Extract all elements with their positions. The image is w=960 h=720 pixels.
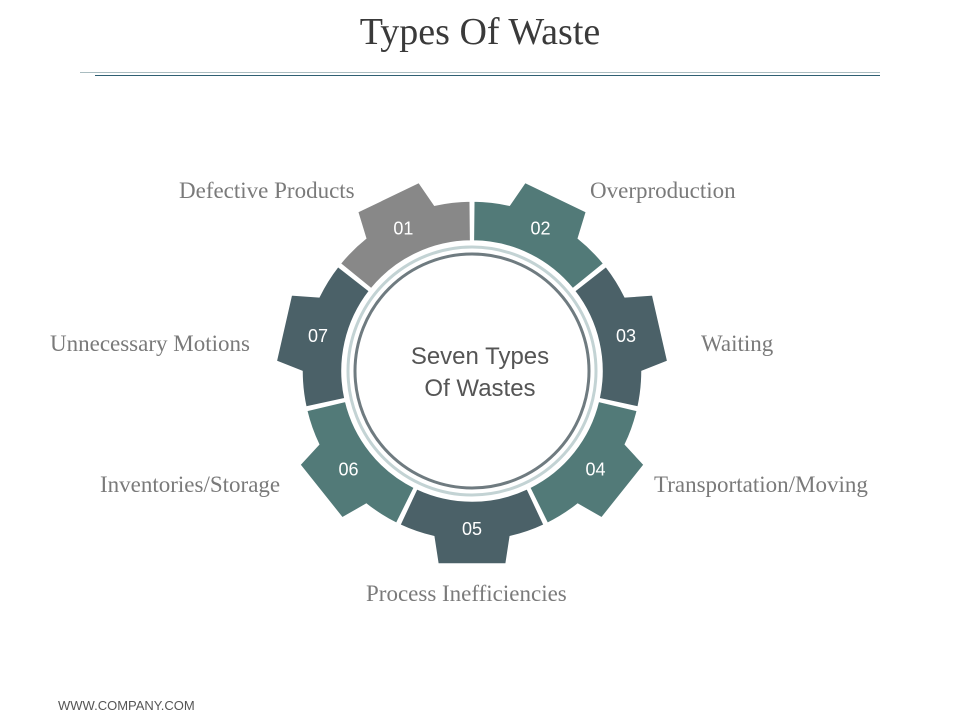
segment-number-01: 01	[393, 219, 413, 239]
center-title-line2: Of Wastes	[424, 375, 535, 402]
label-process-inefficiencies: Process Inefficiencies	[366, 581, 567, 606]
segment-number-05: 05	[462, 519, 482, 539]
label-inventories-storage: Inventories/Storage	[100, 472, 281, 497]
label-defective-products: Defective Products	[179, 178, 355, 203]
label-overproduction: Overproduction	[590, 178, 736, 203]
inner-ring-light	[346, 245, 598, 497]
gear-segment-02	[472, 181, 605, 290]
segment-number-07: 07	[308, 326, 328, 346]
footer-website: WWW.COMPANY.COM	[58, 698, 195, 713]
gear-segment-03	[573, 265, 669, 408]
gear-segment-07	[275, 265, 371, 408]
gear-segment-06	[298, 400, 416, 525]
label-transportation-moving: Transportation/Moving	[654, 472, 868, 497]
label-waiting: Waiting	[701, 331, 774, 356]
title-divider	[80, 72, 880, 73]
title-divider-accent	[95, 75, 880, 76]
segment-number-04: 04	[586, 460, 606, 480]
segment-number-02: 02	[531, 219, 551, 239]
gear-segment-01	[339, 181, 472, 290]
label-unnecessary-motions: Unnecessary Motions	[50, 331, 250, 356]
page-title: Types Of Waste	[359, 11, 601, 53]
segment-numbers: 01 02 03 04 05 06 07	[308, 219, 636, 539]
segment-number-03: 03	[616, 326, 636, 346]
segment-number-06: 06	[338, 460, 358, 480]
gear-segment-05	[398, 487, 546, 565]
gear-segments	[275, 181, 669, 565]
gear-segment-04	[528, 400, 646, 525]
inner-ring-dark	[353, 252, 591, 490]
center-title-line1: Seven Types	[411, 343, 549, 370]
